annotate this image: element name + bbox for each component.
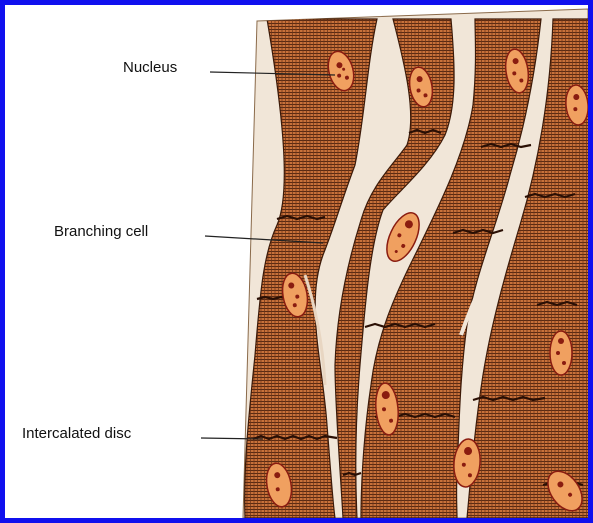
nucleus-7 [550, 331, 572, 375]
branching-cell-label: Branching cell [54, 224, 148, 239]
nucleus-label: Nucleus [123, 60, 177, 75]
intercalated-disc-label: Intercalated disc [22, 426, 131, 441]
